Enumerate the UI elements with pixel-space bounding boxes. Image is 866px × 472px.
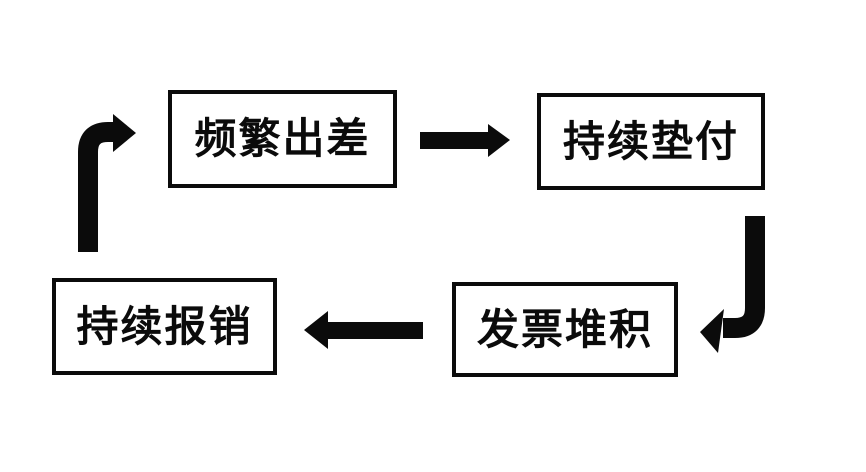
node-continuous-reimbursement: 持续报销 <box>52 278 277 375</box>
arrow-up-right-icon <box>78 114 136 252</box>
node-label: 发票堆积 <box>476 305 653 353</box>
node-invoices-pile-up: 发票堆积 <box>452 282 678 377</box>
node-label: 频繁出差 <box>194 115 371 162</box>
node-frequent-business-trips: 频繁出差 <box>168 90 397 188</box>
node-continuous-advance-payment: 持续垫付 <box>537 93 765 190</box>
arrow-right-icon <box>420 124 510 157</box>
arrow-down-left-icon <box>700 216 765 353</box>
node-label: 持续报销 <box>76 302 253 350</box>
arrow-left-icon <box>304 311 423 349</box>
node-label: 持续垫付 <box>562 117 739 165</box>
